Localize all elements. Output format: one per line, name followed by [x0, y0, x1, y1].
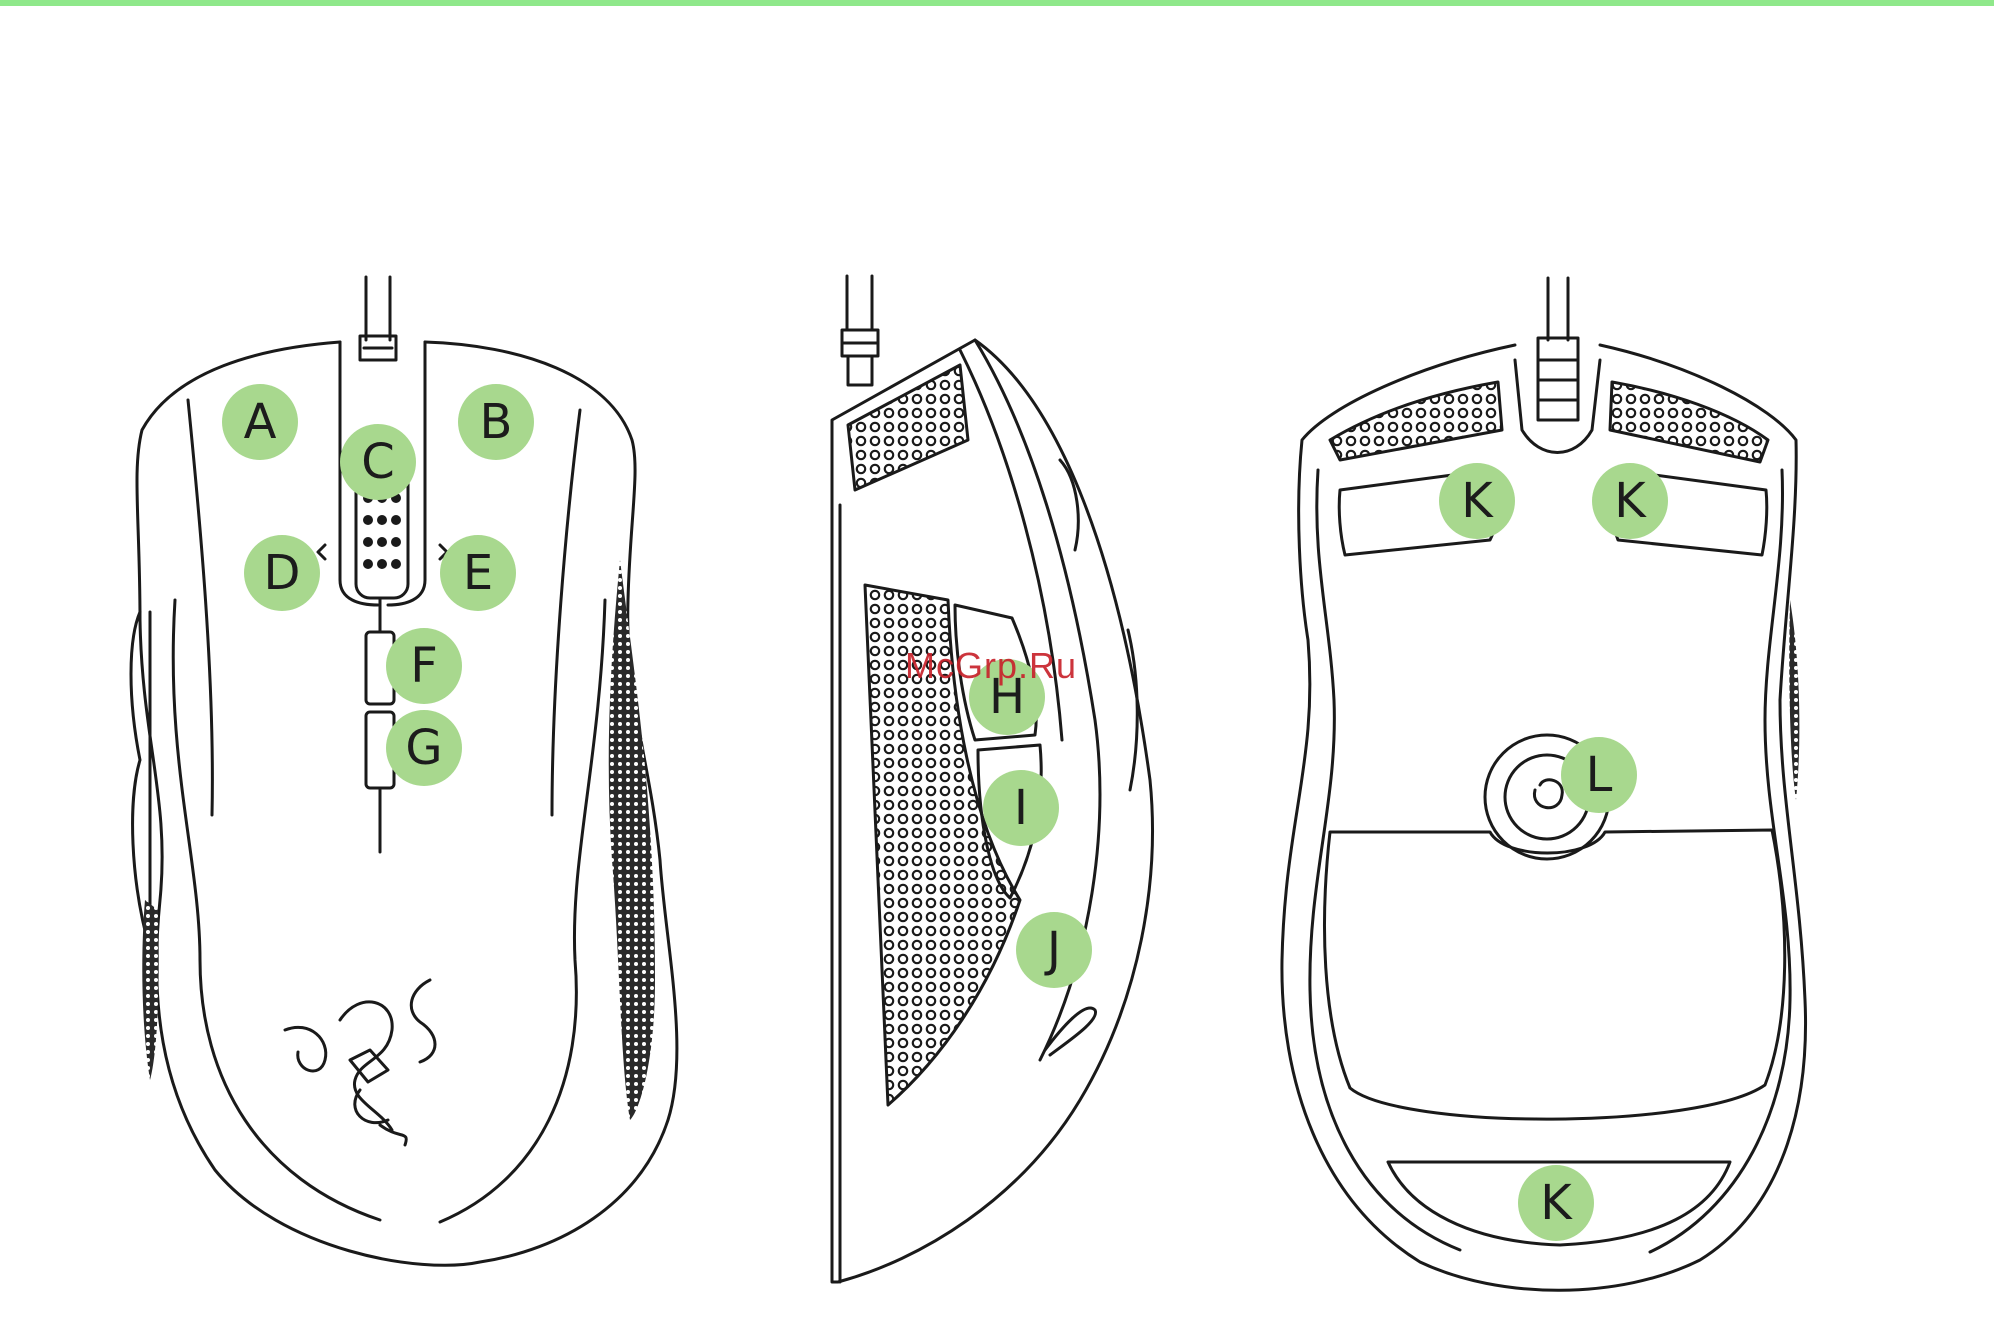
svg-text:A: A: [244, 394, 277, 450]
callout-k-rear: K: [1518, 1165, 1594, 1241]
side-view: H I J: [832, 276, 1152, 1282]
bottom-view-cable-connector: [1538, 338, 1578, 420]
bottom-view-right-mesh: [1610, 382, 1768, 462]
svg-text:E: E: [463, 545, 493, 601]
top-view-razer-logo: [285, 980, 435, 1145]
svg-text:C: C: [361, 434, 395, 490]
bottom-view: K K L K: [1282, 278, 1806, 1290]
svg-text:F: F: [410, 638, 438, 694]
svg-text:K: K: [1614, 473, 1647, 529]
callout-e: E: [440, 535, 516, 611]
callout-l: L: [1561, 737, 1637, 813]
watermark-text: McGrp.Ru: [905, 645, 1077, 687]
svg-text:K: K: [1461, 473, 1494, 529]
svg-text:K: K: [1540, 1175, 1573, 1231]
top-view-right-ridge: [552, 410, 580, 815]
callout-k-front-left: K: [1439, 463, 1515, 539]
callout-k-front-right: K: [1592, 463, 1668, 539]
svg-text:J: J: [1044, 922, 1061, 978]
callout-g: G: [386, 710, 462, 786]
callout-i: I: [983, 770, 1059, 846]
bottom-view-sensor-logo: [1534, 780, 1562, 808]
callout-c: C: [340, 424, 416, 500]
bottom-view-cable: [1548, 278, 1568, 340]
svg-text:L: L: [1586, 747, 1613, 803]
svg-text:D: D: [264, 545, 301, 601]
svg-text:I: I: [1014, 780, 1028, 836]
side-view-cable: [847, 276, 872, 330]
side-view-cable-connector: [842, 330, 878, 385]
bottom-view-left-grip: [1789, 600, 1799, 800]
callout-d: D: [244, 535, 320, 611]
bottom-view-left-mesh: [1330, 382, 1502, 460]
side-view-scroll-bump: [1060, 460, 1078, 550]
callout-b: B: [458, 384, 534, 460]
svg-text:B: B: [480, 394, 513, 450]
top-view: A B C D E F G: [131, 277, 677, 1265]
top-view-cable: [366, 277, 390, 340]
top-view-tilt-left-mark: [318, 545, 325, 559]
callout-f: F: [386, 628, 462, 704]
top-view-scroll-wheel-dots: [363, 493, 401, 569]
top-view-inner-contour: [173, 600, 605, 1222]
top-view-right-grip: [609, 560, 655, 1120]
callout-j: J: [1016, 912, 1092, 988]
callout-a: A: [222, 384, 298, 460]
top-view-callouts: A B C D E F G: [222, 384, 534, 786]
top-view-left-ridge: [188, 400, 212, 815]
svg-text:G: G: [405, 720, 442, 776]
bottom-view-main-pad: [1325, 830, 1785, 1119]
top-view-left-grip: [142, 900, 158, 1080]
